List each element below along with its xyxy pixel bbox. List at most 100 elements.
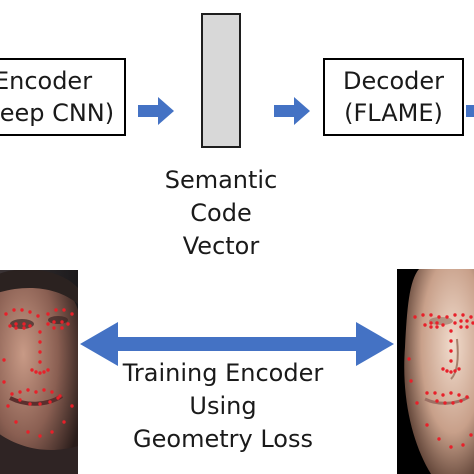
landmark-dot xyxy=(50,390,54,394)
landmark-dot xyxy=(471,321,474,325)
landmark-dot xyxy=(445,369,449,373)
landmark-dot xyxy=(435,399,439,403)
landmark-dot xyxy=(70,404,74,408)
landmark-dot xyxy=(60,326,64,330)
landmark-dot xyxy=(22,326,26,330)
landmark-dot xyxy=(449,359,453,363)
landmark-dot xyxy=(441,367,445,371)
landmark-dot xyxy=(453,313,457,317)
landmark-dot xyxy=(459,319,463,323)
landmark-dot xyxy=(18,398,22,402)
right-arrow-icon xyxy=(274,97,310,125)
facial-landmarks-right xyxy=(407,313,474,449)
landmark-dot xyxy=(52,326,56,330)
landmark-dot xyxy=(429,325,433,329)
landmark-dot xyxy=(62,308,66,312)
right-arrow-icon xyxy=(138,97,174,125)
landmark-dot xyxy=(465,319,469,323)
landmark-dot xyxy=(28,402,32,406)
landmark-dot xyxy=(14,322,18,326)
landmark-dot xyxy=(2,380,6,384)
landmark-dot xyxy=(20,308,24,312)
decoder-subtitle: (FLAME) xyxy=(344,99,443,127)
landmark-dot xyxy=(26,430,30,434)
landmark-dot xyxy=(30,368,34,372)
landmark-dot xyxy=(14,326,18,330)
landmark-dot xyxy=(449,391,453,395)
landmark-dot xyxy=(461,443,465,447)
semantic-code-vector-label: Semantic Code Vector xyxy=(151,164,291,263)
landmark-dot xyxy=(449,349,453,353)
landmark-dot xyxy=(66,322,70,326)
landmark-dot xyxy=(429,321,433,325)
landmark-dot xyxy=(46,312,50,316)
decoder-title: Decoder xyxy=(343,67,444,95)
landmark-dot xyxy=(38,350,42,354)
landmark-dot xyxy=(459,399,463,403)
rendered-face-model xyxy=(397,269,474,474)
landmark-dot xyxy=(449,329,453,333)
landmark-dot xyxy=(449,445,453,449)
landmark-dot xyxy=(457,367,461,371)
right-arrow-icon xyxy=(466,105,474,117)
landmark-dot xyxy=(60,320,64,324)
landmark-dot xyxy=(12,308,16,312)
encoder-subtitle: (Deep CNN) xyxy=(0,99,115,127)
landmark-dot xyxy=(409,379,413,383)
landmark-dot xyxy=(2,358,6,362)
landmark-dot xyxy=(465,395,469,399)
landmark-dot xyxy=(469,315,473,319)
landmark-dot xyxy=(38,402,42,406)
landmark-dot xyxy=(38,371,42,375)
landmark-dot xyxy=(449,339,453,343)
landmark-dot xyxy=(42,388,46,392)
landmark-dot xyxy=(38,330,42,334)
landmark-dot xyxy=(407,357,411,361)
landmark-dot xyxy=(433,391,437,395)
landmark-dot xyxy=(435,325,439,329)
landmark-dot xyxy=(56,396,60,400)
landmark-dot xyxy=(453,369,457,373)
landmark-dot xyxy=(38,360,42,364)
landmark-dot xyxy=(423,323,427,327)
encoder-box: Encoder (Deep CNN) xyxy=(0,58,126,136)
landmark-dot xyxy=(437,437,441,441)
landmark-dot xyxy=(14,420,18,424)
input-face-photo xyxy=(0,270,78,474)
landmark-dot xyxy=(441,393,445,397)
landmark-dot xyxy=(449,370,453,374)
landmark-dot xyxy=(445,315,449,319)
landmark-dot xyxy=(34,390,38,394)
landmark-dot xyxy=(413,315,417,319)
landmark-dot xyxy=(6,404,10,408)
landmark-dot xyxy=(459,325,463,329)
landmark-dot xyxy=(28,310,32,314)
landmark-dot xyxy=(4,312,8,316)
landmark-dot xyxy=(42,370,46,374)
landmark-dot xyxy=(8,324,12,328)
landmark-dot xyxy=(70,312,74,316)
landmark-dot xyxy=(441,323,445,327)
landmark-dot xyxy=(457,393,461,397)
landmark-dot xyxy=(52,320,56,324)
landmark-dot xyxy=(54,308,58,312)
landmark-dot xyxy=(50,430,54,434)
landmark-dot xyxy=(62,420,66,424)
landmark-dot xyxy=(10,392,14,396)
label-line: Semantic xyxy=(164,166,278,194)
landmark-dot xyxy=(425,423,429,427)
label-line: Vector xyxy=(182,232,260,260)
landmark-dot xyxy=(22,322,26,326)
landmark-dot xyxy=(469,433,473,437)
semantic-code-vector-bar xyxy=(201,13,241,148)
landmark-dot xyxy=(429,313,433,317)
landmark-dot xyxy=(425,391,429,395)
landmark-dot xyxy=(451,401,455,405)
landmark-dot xyxy=(465,325,469,329)
landmark-dot xyxy=(34,370,38,374)
landmark-dot xyxy=(435,321,439,325)
landmark-dot xyxy=(36,314,40,318)
facial-landmarks-left xyxy=(2,308,74,438)
label-line: Training Encoder xyxy=(122,359,324,387)
